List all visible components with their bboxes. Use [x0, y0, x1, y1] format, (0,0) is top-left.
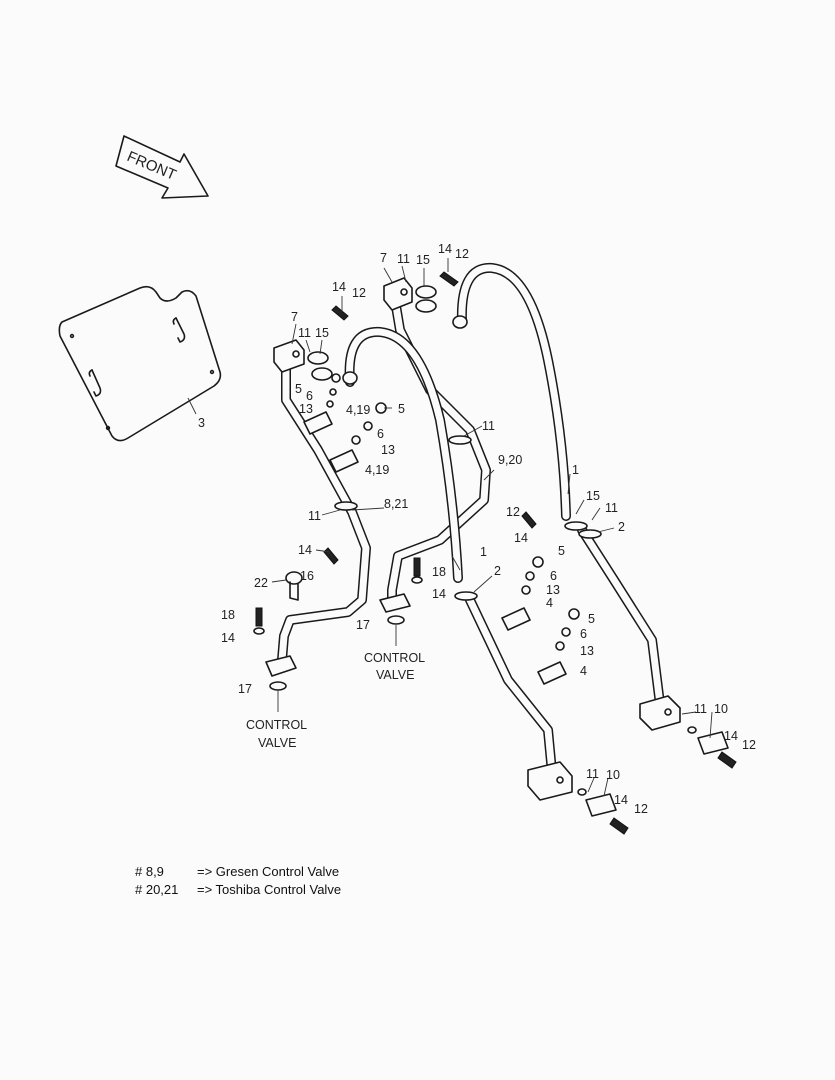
callout: 10: [714, 702, 728, 716]
callout: 12: [352, 286, 366, 300]
callout: 12: [634, 802, 648, 816]
callout: 2: [494, 564, 501, 578]
callout: 11: [694, 702, 707, 716]
upper-middle-block: [383, 277, 413, 311]
callout: 11: [397, 252, 410, 266]
callout: 18: [221, 608, 235, 622]
callout: 5: [558, 544, 565, 558]
control-valve-line1: CONTROL: [246, 718, 307, 732]
callout: 13: [580, 644, 594, 658]
callout: 18: [432, 565, 446, 579]
callout: 5: [398, 402, 405, 416]
callout: 11: [482, 419, 495, 433]
callout: 13: [546, 583, 560, 597]
callout: 2: [618, 520, 625, 534]
legend: # 8,9 => Gresen Control Valve # 20,21 =>…: [135, 862, 341, 898]
left-flange: [265, 655, 297, 677]
callout: 5: [588, 612, 595, 626]
callout: 14: [221, 631, 235, 645]
callout: 7: [291, 310, 298, 324]
split-flanges: [269, 285, 729, 817]
callout: 13: [381, 443, 395, 457]
callout: 17: [238, 682, 252, 696]
callout: 9,20: [498, 453, 522, 467]
callout: 14: [724, 729, 738, 743]
callout: 4: [580, 664, 587, 678]
legend-text: => Gresen Control Valve: [197, 863, 340, 879]
callout: 13: [299, 402, 313, 416]
callout: 6: [580, 627, 587, 641]
upper-left-block: [273, 339, 305, 373]
callout: 6: [306, 389, 313, 403]
control-valve-line1: CONTROL: [364, 651, 425, 665]
callout: 12: [455, 247, 469, 261]
callout: 22: [254, 576, 268, 590]
callout: 11: [298, 326, 311, 340]
legend-row: # 20,21 => Toshiba Control Valve: [135, 880, 341, 898]
callout: 4,19: [365, 463, 389, 477]
cover-plate: [58, 285, 222, 442]
callout: 3: [198, 416, 205, 430]
lower-tube-right: [577, 525, 665, 709]
callout: 12: [506, 505, 520, 519]
leader-lines: [187, 258, 713, 797]
callout: 8,21: [384, 497, 408, 511]
callout: 14: [438, 242, 452, 256]
legend-row: # 8,9 => Gresen Control Valve: [135, 862, 341, 880]
right-flex-hose: [456, 263, 571, 521]
callout: 16: [300, 569, 314, 583]
callout: 7: [380, 251, 387, 265]
callout: 15: [416, 253, 430, 267]
callout: 14: [298, 543, 312, 557]
bottom-right-block: [639, 695, 681, 731]
callout: 15: [315, 326, 329, 340]
legend-key: # 20,21: [135, 881, 179, 897]
callout: 12: [742, 738, 756, 752]
control-valve-label-left: CONTROL VALVE: [246, 690, 307, 750]
bolts-and-washers: [253, 271, 737, 835]
left-steel-tube: [277, 357, 371, 665]
callout: 11: [308, 509, 321, 523]
callout: 6: [550, 569, 557, 583]
callout: 6: [377, 427, 384, 441]
callout: 15: [586, 489, 600, 503]
callout: 14: [514, 531, 528, 545]
middle-flange: [379, 593, 411, 613]
callout: 5: [295, 382, 302, 396]
callout: 14: [432, 587, 446, 601]
lower-tube-center: [465, 595, 557, 777]
control-valve-line2: VALVE: [258, 736, 296, 750]
callout: 1: [480, 545, 487, 559]
front-direction-arrow: FRONT: [115, 135, 209, 199]
control-valve-line2: VALVE: [376, 668, 414, 682]
callout: 4,19: [346, 403, 370, 417]
callout-numbers: 7 11 15 14 12 7 11 15 14 12 3 5 6 13 4,1…: [198, 242, 756, 816]
callout: 11: [586, 767, 599, 781]
control-valve-label-center: CONTROL VALVE: [364, 625, 425, 682]
middle-flex-hose: [344, 326, 463, 583]
callout: 1: [572, 463, 579, 477]
bottom-center-block: [527, 761, 573, 801]
callout: 4: [546, 596, 553, 610]
legend-text: => Toshiba Control Valve: [197, 881, 342, 897]
callout: 17: [356, 618, 370, 632]
legend-key: # 8,9: [135, 863, 164, 879]
callout: 10: [606, 768, 620, 782]
callout: 14: [614, 793, 628, 807]
callout: 11: [605, 501, 618, 515]
callout: 14: [332, 280, 346, 294]
